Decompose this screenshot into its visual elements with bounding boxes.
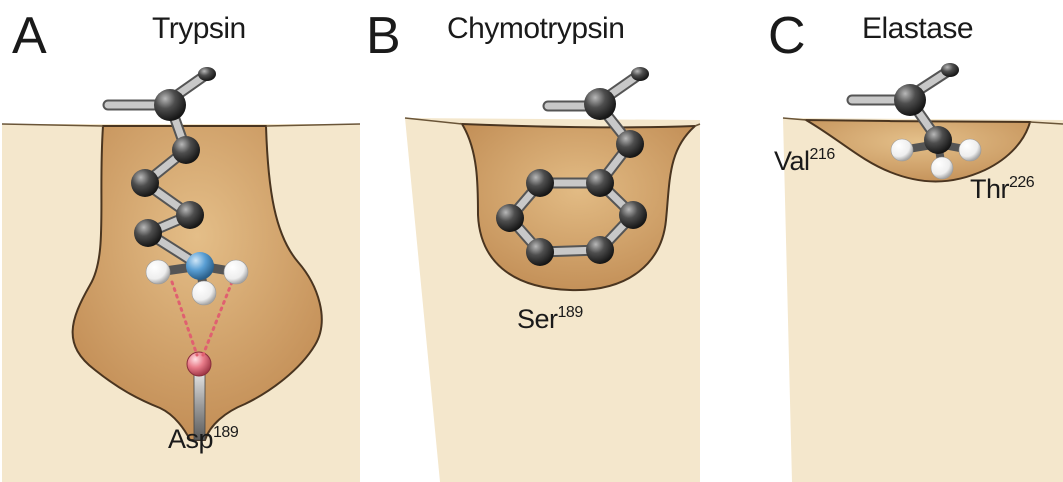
residue-name: Asp [168, 424, 214, 454]
terminal-stub-a [198, 67, 216, 81]
panel-title-elastase: Elastase [862, 12, 974, 45]
carbon-atom [526, 238, 554, 266]
residue-number: 216 [809, 146, 836, 163]
residue-name: Thr [970, 174, 1010, 204]
panel-title-chymotrypsin: Chymotrypsin [447, 12, 625, 45]
carbon-atom [619, 201, 647, 229]
surface-edge-a [1, 123, 361, 127]
residue-label-thr226: Thr226 [970, 174, 1035, 204]
residue-label-asp189: Asp189 [168, 424, 239, 454]
hydrogen-atom [958, 138, 982, 162]
hydrogen-atom [890, 138, 914, 162]
carbon-atom [154, 89, 186, 121]
asp189-oxygen [186, 351, 212, 377]
hydrogen-atom [145, 259, 171, 285]
carbon-atom [586, 169, 614, 197]
residue-number: 189 [213, 424, 239, 441]
panel-c-elastase [782, 63, 1063, 482]
carbon-atom [584, 88, 616, 120]
residue-number: 226 [1009, 174, 1035, 191]
carbon-atom [924, 126, 952, 154]
salt-bridge-line-2 [201, 280, 234, 357]
protein-surface-c [783, 118, 1063, 482]
terminal-stub-c [941, 63, 959, 77]
specificity-pocket-b [460, 122, 698, 292]
surface-edge-b [404, 117, 701, 127]
hydrogen-atom [223, 259, 249, 285]
residue-name: Ser [517, 304, 558, 334]
hydrogen-atom [191, 280, 217, 306]
hydrogen-atom [930, 156, 954, 180]
panel-letter-b: B [366, 7, 401, 65]
carbon-atom [586, 236, 614, 264]
carbon-atom [894, 84, 926, 116]
panel-letter-a: A [12, 7, 47, 65]
surface-edge-c [782, 117, 1063, 125]
residue-label-ser189: Ser189 [517, 304, 584, 334]
panel-b-chymotrypsin [404, 67, 701, 482]
nitrogen-atom [186, 252, 214, 280]
carbon-atom [134, 219, 162, 247]
carbon-atom [131, 169, 159, 197]
carbon-atom [496, 204, 524, 232]
carbon-atom [172, 136, 200, 164]
panel-letter-c: C [768, 7, 806, 65]
carbon-atom [176, 201, 204, 229]
carbon-atom [526, 169, 554, 197]
residue-label-val216: Val216 [774, 146, 836, 176]
salt-bridge-line-1 [170, 280, 199, 357]
terminal-stub-b [631, 67, 649, 81]
panel-a-trypsin [1, 67, 361, 482]
carbon-atom [616, 130, 644, 158]
residue-name: Val [774, 146, 810, 176]
panel-title-trypsin: Trypsin [152, 12, 246, 45]
residue-number: 189 [557, 304, 584, 321]
